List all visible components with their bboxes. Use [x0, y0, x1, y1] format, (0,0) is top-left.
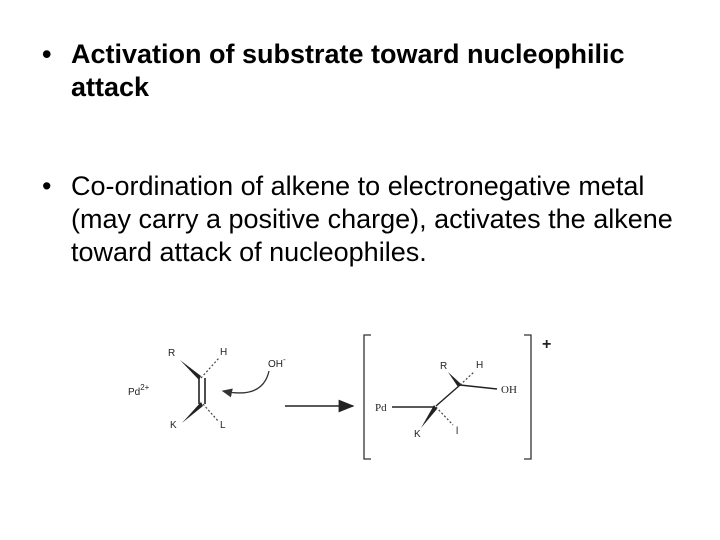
bullet-activation: • Activation of substrate toward nucleop… [42, 38, 682, 104]
product-oh-label: OH [501, 384, 517, 396]
product-l-label: l [456, 426, 458, 437]
reactant-h-label: H [220, 347, 227, 358]
hash-bond [200, 357, 220, 379]
reaction-scheme: R H Pd2+ K L OH- + R H OH Pd K l [128, 334, 551, 460]
bullet-marker: • [42, 171, 52, 201]
hash-bond [202, 403, 220, 423]
wedge-bond [180, 360, 201, 380]
right-bracket [524, 334, 532, 460]
product-k-label: K [414, 429, 421, 440]
wedge-bond [421, 405, 437, 428]
product-h-label: H [476, 360, 483, 371]
reactant-l-label: L [220, 420, 226, 431]
hash-bond [459, 371, 475, 386]
bracket-charge: + [542, 336, 551, 353]
bullet-text: Co-ordination of alkene to electronegati… [71, 171, 673, 267]
reactant-k-label: K [170, 420, 177, 431]
nucleophile-label: OH- [268, 355, 286, 370]
curly-arrow [221, 370, 270, 398]
hash-bond [435, 406, 454, 426]
reactant-r-label: R [168, 348, 175, 359]
product-pd-label: Pd [375, 402, 387, 414]
wedge-bond [182, 402, 203, 423]
product-r-label: R [440, 361, 447, 372]
reactant-alkene-complex: R H Pd2+ K L OH- [128, 347, 286, 431]
bullet-coordination: • Co-ordination of alkene to electronega… [42, 170, 682, 269]
product-complex: R H OH Pd K l [375, 360, 517, 440]
c-c-bond [435, 384, 461, 407]
bullet-marker: • [42, 39, 52, 69]
bullet-text: Activation of substrate toward nucleophi… [71, 39, 625, 102]
c-oh-bond [459, 384, 498, 390]
reactant-pd-label: Pd2+ [128, 383, 150, 398]
left-bracket [363, 334, 371, 460]
wedge-bond [448, 372, 461, 387]
